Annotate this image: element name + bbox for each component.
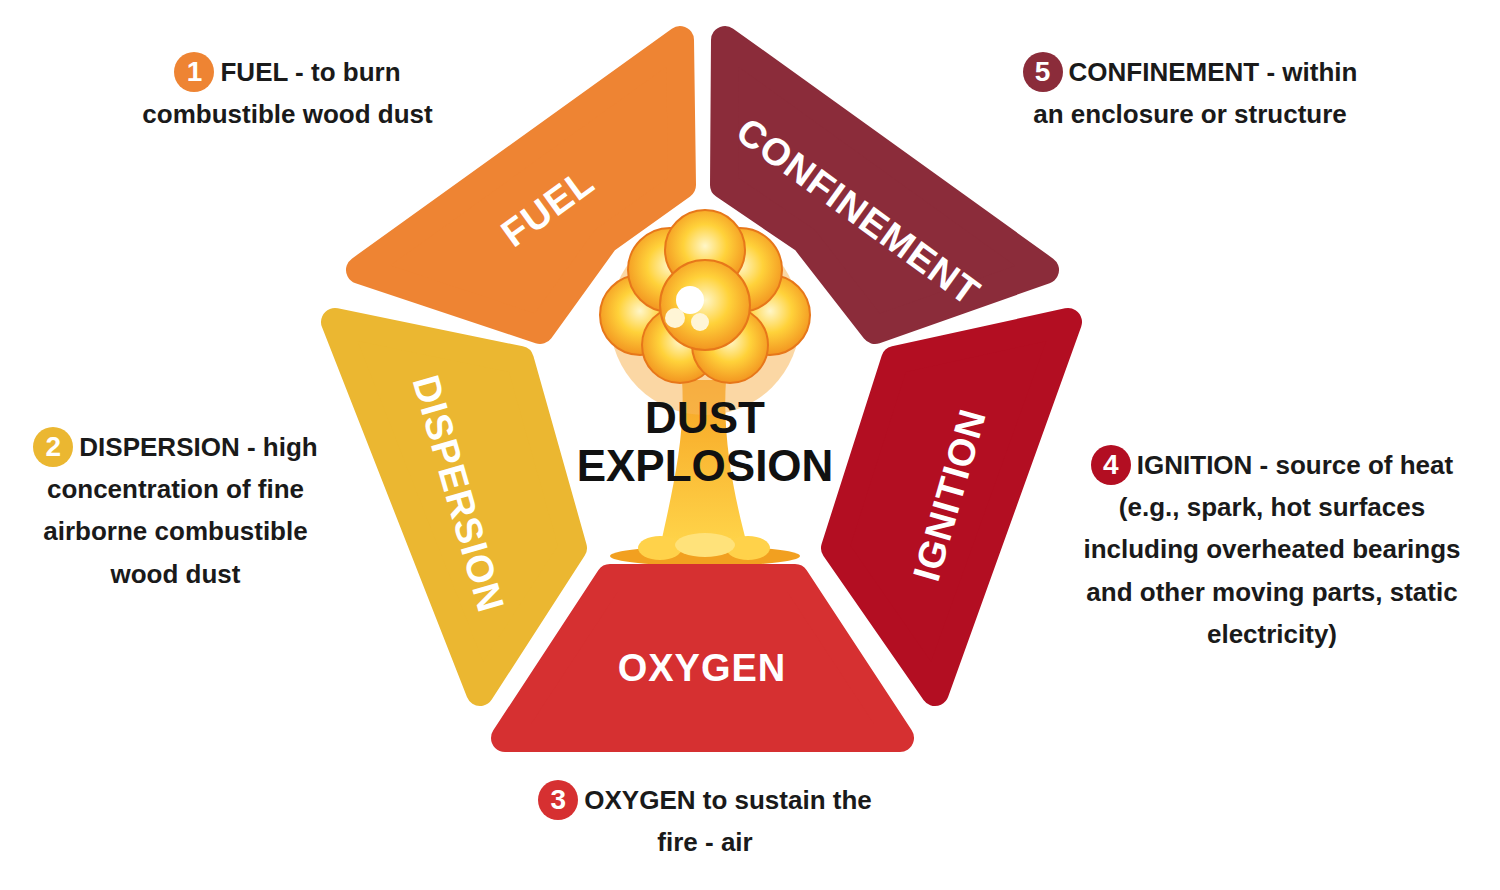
segment-shape <box>708 24 1061 346</box>
pentagon-segment: IGNITION <box>819 306 1084 708</box>
callout-number: 3 <box>538 780 578 820</box>
segment-outline <box>724 40 1045 330</box>
callout-number: 5 <box>1023 52 1063 92</box>
segment-outline <box>835 322 1068 692</box>
explosion-cloud <box>600 210 810 415</box>
callout-number: 2 <box>33 427 73 467</box>
segment-outline <box>505 578 900 738</box>
diagram-title: DUST EXPLOSION <box>565 394 845 490</box>
callout: 5CONFINEMENT - within an enclosure or st… <box>1005 50 1375 134</box>
callout-number: 4 <box>1091 445 1131 485</box>
callout: 4IGNITION - source of heat (e.g., spark,… <box>1082 443 1462 654</box>
callout: 3OXYGEN to sustain the fire - air <box>530 778 880 862</box>
callout-description: OXYGEN to sustain the fire - air <box>584 785 872 857</box>
segment-label: OXYGEN <box>618 647 787 690</box>
segment-outline <box>360 40 682 330</box>
pentagon-segment: CONFINEMENT <box>708 24 1061 346</box>
callout: 2DISPERSION - high concentration of fine… <box>8 425 343 594</box>
callout-description: DISPERSION - high concentration of fine … <box>43 432 317 588</box>
callout-description: IGNITION - source of heat (e.g., spark, … <box>1083 450 1460 649</box>
pentagon-segment: DISPERSION <box>319 306 589 708</box>
callout: 1FUEL - to burn combustible wood dust <box>140 50 435 134</box>
segment-outline <box>335 322 573 692</box>
callout-description: CONFINEMENT - within an enclosure or str… <box>1033 57 1357 129</box>
callout-number: 1 <box>174 52 214 92</box>
